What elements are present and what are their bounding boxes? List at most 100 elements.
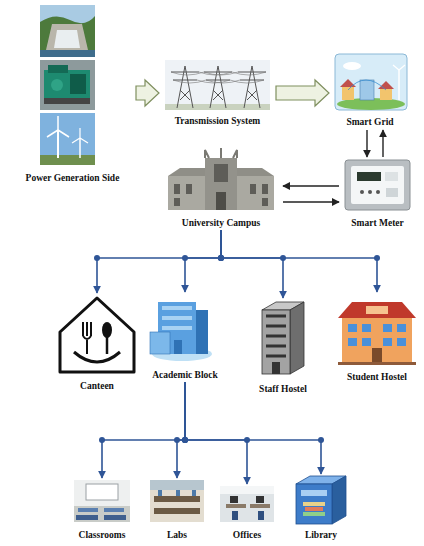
wind-turbine-photo	[57, 130, 59, 158]
icon-node: Staff Hostel	[245, 298, 321, 396]
icon-node: Transmission System	[160, 58, 275, 128]
connector-arrow	[97, 230, 221, 293]
smart-grid-picture	[340, 79, 356, 87]
connector-arrow	[177, 382, 185, 478]
student-hostel-icon	[366, 306, 388, 314]
generator-photo	[48, 65, 68, 73]
student-hostel-icon	[342, 318, 412, 364]
lab-photo	[150, 480, 204, 522]
academic-block-icon	[162, 326, 192, 330]
office-photo	[220, 486, 274, 522]
node-label: Labs	[167, 529, 187, 541]
icon-node: Canteen	[48, 293, 146, 393]
smart-meter-picture	[351, 166, 404, 204]
lab-photo	[150, 480, 204, 490]
connector-arrow	[221, 230, 377, 292]
icon-node: University Campus	[160, 150, 282, 230]
connector-arrow	[276, 80, 329, 106]
connector-arrow	[102, 382, 185, 478]
office-photo	[256, 496, 264, 503]
campus-building	[216, 192, 226, 210]
lab-photo	[192, 490, 196, 496]
canteen-icon	[83, 322, 91, 354]
transmission-photo	[171, 72, 266, 83]
academic-block-icon	[196, 310, 208, 354]
transmission-photo	[238, 66, 266, 108]
library-icon	[303, 502, 325, 506]
dam-photo	[40, 5, 95, 57]
library-icon	[301, 490, 327, 496]
student-hostel-icon	[383, 324, 392, 332]
office-photo	[226, 504, 246, 508]
connector-arrow	[221, 230, 283, 298]
student-hostel-icon	[348, 338, 357, 346]
generator-photo	[51, 79, 63, 91]
dam-photo	[40, 16, 95, 57]
connector-arrow	[382, 130, 383, 157]
lab-photo	[150, 480, 204, 522]
dam-photo	[40, 5, 95, 57]
node-label: Classrooms	[79, 529, 126, 541]
classroom-photo	[104, 508, 124, 512]
campus-building	[262, 184, 268, 194]
library-icon	[296, 484, 332, 524]
icon-node: Classrooms	[70, 478, 134, 542]
academic-block-icon	[174, 340, 182, 354]
connector-arrow	[136, 80, 159, 106]
canteen-icon	[106, 336, 109, 354]
transmission-photo	[171, 66, 199, 108]
campus-building	[174, 198, 180, 206]
generator-photo	[44, 98, 90, 104]
student-hostel-icon	[338, 302, 416, 318]
wind-turbine-photo	[57, 116, 59, 130]
classroom-photo	[104, 515, 126, 520]
campus-building	[205, 158, 237, 210]
classroom-photo	[74, 480, 130, 522]
classroom-photo	[76, 515, 98, 520]
smart-meter-picture	[376, 190, 380, 194]
office-photo	[220, 486, 274, 494]
node-label: University Campus	[182, 217, 260, 229]
wind-turbine-photo	[40, 113, 95, 165]
smart-grid-picture	[360, 80, 374, 100]
transmission-photo	[165, 60, 270, 110]
node-label: Student Hostel	[347, 371, 407, 383]
smart-meter-picture	[385, 172, 398, 181]
connector-arrow	[185, 382, 321, 474]
staff-hostel-icon	[262, 310, 290, 374]
smart-grid-picture	[393, 65, 399, 70]
student-hostel-icon	[397, 338, 406, 346]
node-label: Staff Hostel	[259, 383, 307, 395]
student-hostel-icon	[362, 324, 371, 332]
student-hostel-icon	[362, 338, 371, 346]
node-label: Power Generation Side	[26, 172, 120, 184]
lab-photo	[158, 490, 162, 496]
canteen-icon	[60, 298, 134, 372]
academic-block-icon	[162, 316, 192, 320]
icon-node: Smart Meter	[340, 158, 415, 230]
academic-block-icon	[150, 302, 212, 361]
smart-meter-picture	[360, 190, 364, 194]
smart-grid-picture	[335, 54, 407, 110]
library-icon	[305, 507, 323, 511]
lab-photo	[154, 508, 200, 514]
office-photo	[250, 504, 270, 508]
staff-hostel-icon	[290, 302, 304, 374]
staff-hostel-icon	[272, 362, 280, 374]
wind-turbine-photo	[79, 128, 80, 138]
campus-building	[168, 148, 274, 210]
generator-photo	[40, 60, 95, 110]
staff-hostel-icon	[266, 316, 286, 356]
dam-photo	[54, 30, 80, 48]
smart-meter-picture	[345, 160, 410, 210]
campus-building	[214, 164, 228, 182]
smart-grid-picture	[348, 80, 386, 90]
student-hostel-icon	[397, 324, 406, 332]
smart-meter-picture	[368, 190, 372, 194]
lab-photo	[154, 496, 200, 502]
academic-block-icon	[162, 306, 192, 310]
node-label: Smart Meter	[351, 217, 403, 229]
canteen-icon	[102, 322, 112, 338]
smart-meter-picture	[357, 172, 381, 181]
